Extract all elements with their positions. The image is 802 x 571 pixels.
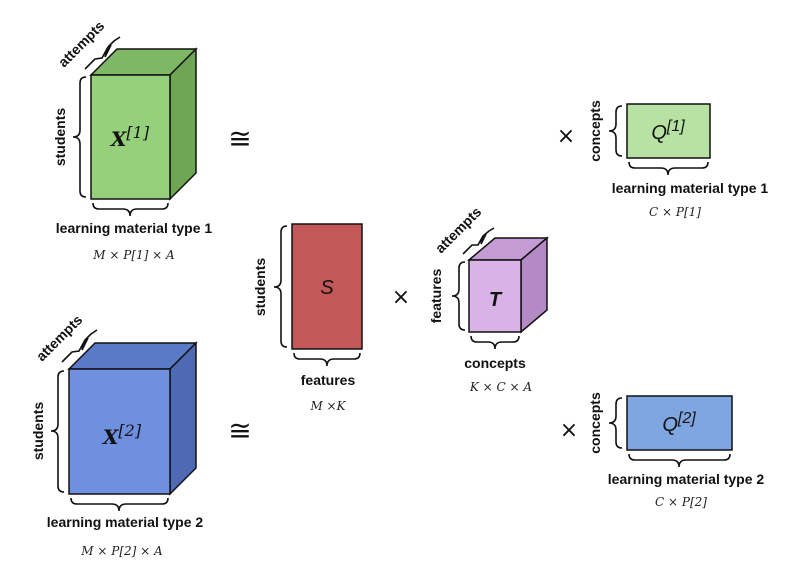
x1-students-label: students	[52, 108, 68, 167]
x2-name: X	[101, 425, 120, 449]
x1-name: X	[109, 127, 128, 151]
q2-concepts-label: concepts	[587, 392, 603, 454]
x1-side-face	[169, 47, 197, 201]
x2-sup: [2]	[118, 421, 141, 440]
t-bottom-label: concepts	[464, 355, 526, 371]
q1-concepts-brace	[608, 105, 623, 157]
q2-dims: C × P[2]	[655, 495, 707, 509]
t-dims: K × C × A	[469, 380, 533, 394]
x2-students-brace	[50, 370, 65, 493]
times-symbol-q2: ×	[560, 418, 578, 443]
matrix-q2: Q[2] concepts learning material type 2 C…	[587, 392, 764, 509]
x2-label: X[2]	[101, 421, 142, 449]
q1-label: Q[1]	[651, 118, 685, 144]
q1-face	[626, 103, 711, 159]
s-bottom-label: features	[301, 372, 356, 388]
matrix-q1: Q[1] concepts learning material type 1 C…	[587, 100, 768, 219]
s-dims: M ×K	[309, 399, 346, 413]
t-attempts-label: attempts	[432, 203, 485, 256]
x2-bottom-brace	[70, 497, 169, 512]
x2-front-face	[68, 368, 171, 495]
t-features-brace	[451, 261, 466, 331]
q2-face	[626, 395, 733, 451]
q1-sup: [1]	[666, 118, 685, 135]
x2-side-face	[169, 341, 197, 496]
t-front-face	[468, 259, 522, 333]
q1-bottom-brace	[628, 161, 709, 176]
q1-name: Q	[651, 122, 667, 144]
x2-dims: M × P[2] × A	[80, 544, 163, 558]
x1-bottom-brace	[92, 202, 169, 217]
x1-sup: [1]	[126, 123, 149, 142]
q1-concepts-label: concepts	[587, 100, 603, 162]
s-students-brace	[273, 225, 288, 348]
x1-attempts-label: attempts	[55, 17, 108, 70]
x1-dims: M × P[1] × A	[92, 248, 175, 262]
approx-symbol-1: ≅	[228, 122, 251, 155]
matrix-s: S students features M ×K	[252, 223, 363, 413]
s-face	[291, 223, 363, 350]
tensor-x2: X[2] attempts students learning material…	[30, 311, 203, 558]
s-bottom-brace	[293, 352, 361, 367]
x2-bottom-label: learning material type 2	[47, 514, 204, 530]
s-students-label: students	[252, 258, 268, 317]
tensor-t: T attempts features concepts K × C × A	[428, 203, 550, 394]
x1-students-brace	[72, 76, 87, 198]
q2-bottom-brace	[628, 453, 731, 468]
t-features-label: features	[428, 269, 444, 324]
q1-dims: C × P[1]	[649, 205, 701, 219]
q2-name: Q	[662, 414, 678, 436]
x2-students-label: students	[30, 402, 46, 461]
tensor-x1: X[1] attempts students learning material…	[52, 17, 212, 262]
x2-attempts-label: attempts	[33, 311, 86, 364]
t-label: T	[489, 289, 503, 311]
q2-concepts-brace	[608, 397, 623, 449]
x1-attempts-brace	[84, 36, 121, 70]
times-symbol-q1: ×	[557, 124, 575, 149]
s-label: S	[320, 277, 334, 299]
x1-label: X[1]	[109, 123, 150, 151]
q2-label: Q[2]	[662, 410, 696, 436]
t-attempts-brace	[462, 227, 495, 255]
t-bottom-brace	[470, 335, 520, 350]
x1-bottom-label: learning material type 1	[56, 220, 213, 236]
q1-bottom-label: learning material type 1	[612, 180, 769, 196]
approx-symbol-2: ≅	[228, 414, 251, 447]
times-symbol-s: ×	[392, 285, 410, 310]
q2-bottom-label: learning material type 2	[608, 471, 765, 487]
q2-sup: [2]	[677, 410, 696, 427]
x1-front-face	[90, 74, 171, 200]
x2-attempts-brace	[61, 329, 98, 363]
